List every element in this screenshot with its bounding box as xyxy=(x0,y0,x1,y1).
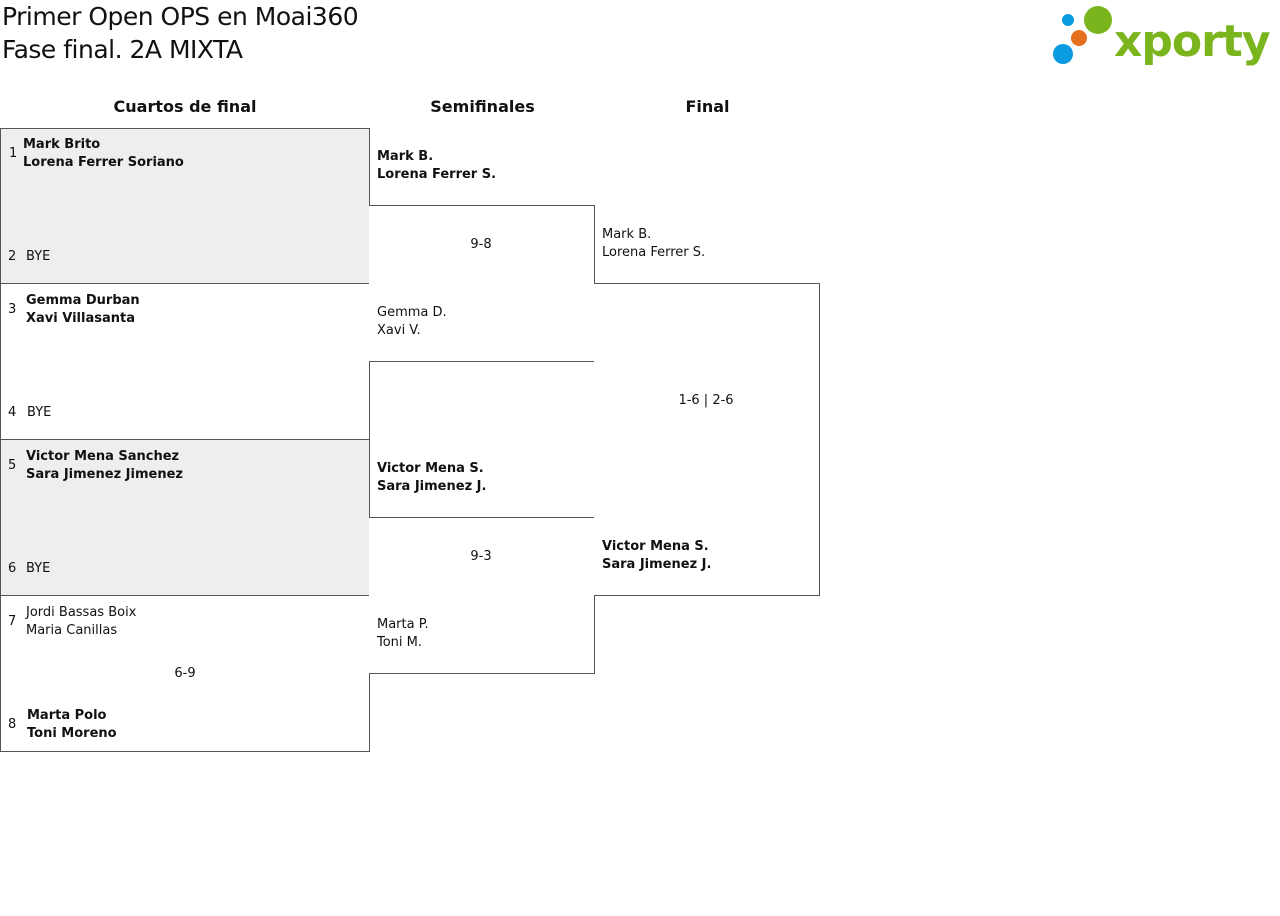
player-name: Sara Jimenez J. xyxy=(602,557,712,572)
player-name: Gemma Durban xyxy=(26,293,140,308)
seed-number: 2 xyxy=(8,249,17,264)
team-entry: Victor Mena S. Sara Jimenez J. xyxy=(602,538,711,574)
seed-number: 3 xyxy=(8,302,17,317)
round-header-final: Final xyxy=(685,97,730,116)
team-entry: Victor Mena S. Sara Jimenez J. xyxy=(377,460,486,496)
team-entry: Mark B. Lorena Ferrer S. xyxy=(602,226,705,262)
match-score: 9-8 xyxy=(470,237,492,252)
match-score: 6-9 xyxy=(174,666,196,681)
player-name: Lorena Ferrer Soriano xyxy=(23,155,184,170)
player-name: Mark Brito xyxy=(23,137,101,152)
sf-match-1: 9-8 xyxy=(369,205,595,362)
final-match: 1-6 | 2-6 xyxy=(594,283,820,596)
team-entry: Marta P. Toni M. xyxy=(377,616,429,652)
player-name: BYE xyxy=(27,405,52,420)
match-score: 1-6 | 2-6 xyxy=(678,393,734,408)
team-entry: Mark Brito Lorena Ferrer Soriano xyxy=(23,136,184,172)
player-name: Toni M. xyxy=(377,635,423,650)
team-entry: Gemma Durban Xavi Villasanta xyxy=(26,292,140,328)
player-name: Sara Jimenez J. xyxy=(377,479,487,494)
qf-match-1: 1 Mark Brito Lorena Ferrer Soriano 2 BYE xyxy=(0,128,370,284)
player-name: Victor Mena S. xyxy=(602,539,709,554)
team-entry: BYE xyxy=(26,248,50,266)
team-entry: Jordi Bassas Boix Maria Canillas xyxy=(26,604,136,640)
player-name: Marta P. xyxy=(377,617,429,632)
player-name: Toni Moreno xyxy=(27,726,117,741)
seed-number: 7 xyxy=(8,614,17,629)
team-entry: BYE xyxy=(26,560,50,578)
player-name: Jordi Bassas Boix xyxy=(26,605,137,620)
qf-match-3: 5 Victor Mena Sanchez Sara Jimenez Jimen… xyxy=(0,439,370,596)
seed-number: 5 xyxy=(8,458,17,473)
round-header-quarterfinals: Cuartos de final xyxy=(113,97,257,116)
team-entry: Victor Mena Sanchez Sara Jimenez Jimenez xyxy=(26,448,183,484)
match-score: 9-3 xyxy=(470,549,492,564)
player-name: Victor Mena Sanchez xyxy=(26,449,180,464)
seed-number: 1 xyxy=(9,146,18,161)
qf-match-2: 3 Gemma Durban Xavi Villasanta 4 BYE xyxy=(0,283,370,440)
team-entry: Gemma D. Xavi V. xyxy=(377,304,447,340)
seed-number: 8 xyxy=(8,717,17,732)
player-name: Gemma D. xyxy=(377,305,447,320)
tournament-title: Primer Open OPS en Moai360 xyxy=(2,2,359,31)
player-name: Xavi Villasanta xyxy=(26,311,135,326)
phase-title: Fase final. 2A MIXTA xyxy=(2,35,243,64)
player-name: Victor Mena S. xyxy=(377,461,484,476)
page-title: Primer Open OPS en Moai360 Fase final. 2… xyxy=(2,0,359,66)
team-entry: BYE xyxy=(27,404,51,422)
xporty-logo: xporty xyxy=(1053,6,1271,67)
player-name: Xavi V. xyxy=(377,323,421,338)
round-header-semifinals: Semifinales xyxy=(430,97,535,116)
player-name: Mark B. xyxy=(377,149,434,164)
team-entry: Mark B. Lorena Ferrer S. xyxy=(377,148,496,184)
player-name: Lorena Ferrer S. xyxy=(602,245,706,260)
player-name: BYE xyxy=(26,249,51,264)
player-name: BYE xyxy=(26,561,51,576)
player-name: Sara Jimenez Jimenez xyxy=(26,467,183,482)
player-name: Lorena Ferrer S. xyxy=(377,167,497,182)
team-entry: Marta Polo Toni Moreno xyxy=(27,707,117,743)
player-name: Mark B. xyxy=(602,227,652,242)
player-name: Maria Canillas xyxy=(26,623,118,638)
qf-match-4: 7 Jordi Bassas Boix Maria Canillas 6-9 8… xyxy=(0,595,370,752)
seed-number: 4 xyxy=(8,405,17,420)
player-name: Marta Polo xyxy=(27,708,107,723)
sf-match-2: 9-3 xyxy=(369,517,595,674)
svg-text:xporty: xporty xyxy=(1114,16,1270,67)
seed-number: 6 xyxy=(8,561,17,576)
